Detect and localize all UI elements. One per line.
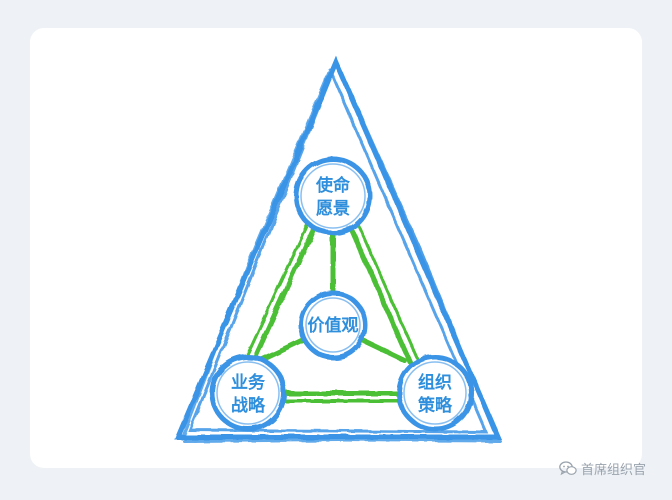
- connector-bottom: [279, 390, 405, 403]
- wechat-icon: [559, 461, 577, 476]
- watermark: 首席组织官: [559, 459, 646, 478]
- node-business-strategy-line1: 业务: [231, 372, 266, 393]
- node-values-circle: [298, 290, 368, 360]
- connector-center-left: [259, 337, 307, 363]
- connector-top-right: [347, 220, 419, 365]
- node-org-strategy-line1: 组织: [418, 372, 452, 393]
- connector-top-left: [244, 220, 318, 365]
- node-business-strategy-circle: [209, 354, 287, 432]
- node-mission-vision-circle: [293, 156, 373, 236]
- node-business-strategy: 业务 战略: [231, 372, 266, 416]
- node-mission-vision-line2: 愿景: [316, 199, 350, 219]
- node-org-strategy: 组织 策略: [418, 372, 453, 416]
- node-business-strategy-line2: 战略: [231, 395, 266, 416]
- inner-connectors: [244, 220, 419, 403]
- node-values: 价值观: [308, 315, 359, 336]
- node-mission-vision: 使命 愿景: [315, 175, 351, 219]
- node-org-strategy-line2: 策略: [418, 395, 453, 416]
- node-org-strategy-circle: [396, 354, 474, 432]
- watermark-text: 首席组织官: [580, 463, 646, 478]
- outer-triangle: [174, 55, 502, 443]
- connector-center-right: [359, 337, 407, 363]
- node-values-label: 价值观: [308, 315, 359, 336]
- node-mission-vision-line1: 使命: [315, 175, 351, 196]
